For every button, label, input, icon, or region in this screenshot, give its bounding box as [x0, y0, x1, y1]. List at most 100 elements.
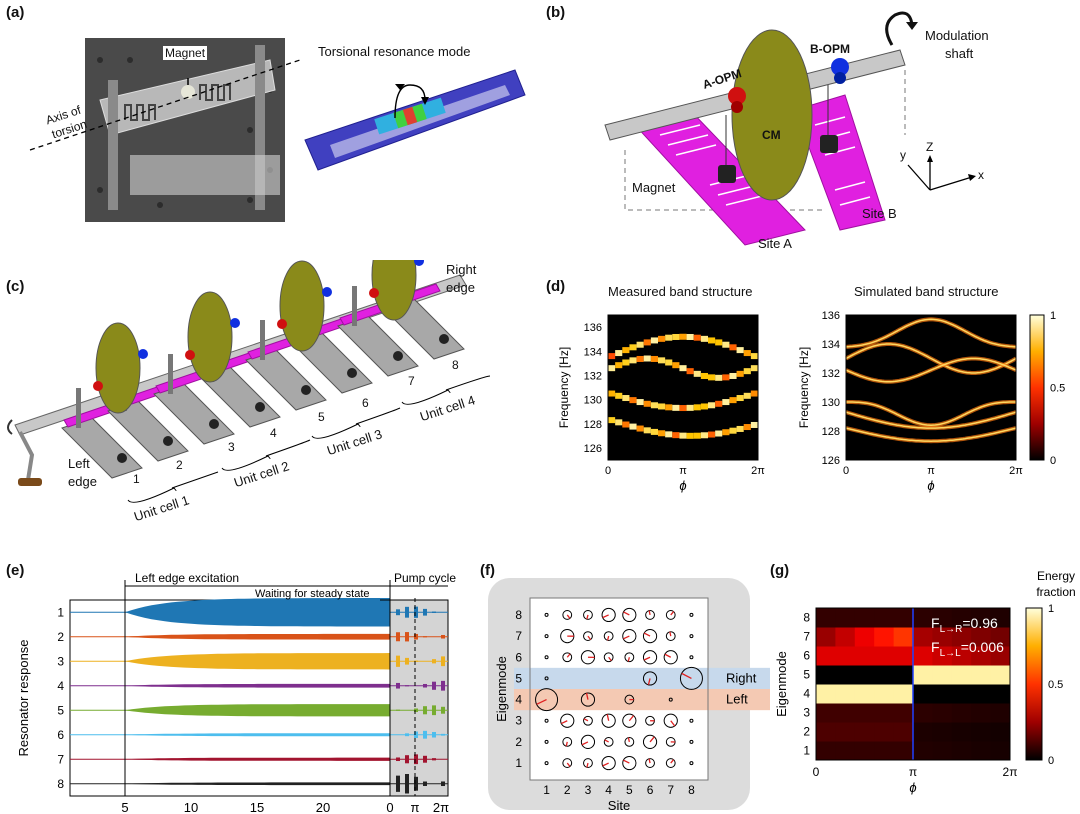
eigen-circle — [665, 758, 676, 768]
measured-band-cell — [643, 427, 651, 434]
response-envelope-5 — [125, 704, 390, 717]
cm-label: CM — [762, 128, 781, 142]
response-xtick: 10 — [184, 800, 198, 814]
measured-band-cell — [622, 395, 630, 402]
magnet-dot — [181, 85, 195, 99]
eigen-circle — [562, 758, 573, 768]
energy-cell — [893, 684, 914, 704]
measured-band-cell — [658, 357, 666, 364]
measured-band-cell — [672, 432, 680, 439]
waiting-label: Waiting for steady state — [255, 588, 370, 600]
colorbar-title-1: Energy — [1037, 569, 1075, 583]
eigen-circle — [583, 610, 593, 620]
pump-burst — [441, 634, 445, 639]
simulated-xtick: 2π — [1009, 465, 1023, 477]
eigen-circle — [645, 758, 655, 768]
eigen-ytick: 8 — [515, 608, 522, 622]
simulated-xtick: π — [927, 465, 935, 477]
eigen-phase-line — [587, 635, 592, 640]
eigen-phase-line — [602, 614, 609, 619]
measured-band-cell — [750, 390, 758, 397]
bolt-1 — [117, 453, 127, 463]
energy-cell — [854, 684, 875, 704]
measured-band-cell — [722, 374, 730, 381]
colorbar-tick: 0.5 — [1050, 383, 1065, 395]
pump-burst — [414, 660, 418, 662]
pump-burst — [414, 776, 418, 791]
energy-cell — [835, 646, 856, 666]
measured-band-cell — [658, 430, 666, 437]
eigen-phase-line — [623, 635, 630, 640]
energy-cell — [990, 608, 1011, 628]
energy-colorbar-tick: 1 — [1048, 603, 1054, 615]
eigen-circle — [603, 631, 614, 641]
energy-cell — [854, 665, 875, 685]
chain-figure — [7, 260, 491, 503]
measured-band-cell — [658, 335, 666, 342]
measured-band-cell — [750, 365, 758, 372]
response-xtick: 5 — [121, 800, 128, 814]
measured-band-cell — [693, 432, 701, 439]
eigen-phase-line — [566, 762, 571, 767]
energy-cell — [816, 722, 836, 742]
energy-cell — [854, 741, 875, 761]
site-label-3: 3 — [228, 440, 235, 454]
eigen-phase-line — [566, 653, 571, 658]
response-row-label-4: 4 — [57, 679, 64, 693]
eigen-circle — [689, 739, 694, 744]
simulated-title: Simulated band structure — [854, 284, 999, 299]
eigen-phase-line — [664, 653, 672, 658]
panel-e-label: (e) — [6, 562, 25, 579]
eigen-phase-line — [649, 736, 655, 743]
energy-cell — [835, 703, 856, 723]
energy-cell — [990, 684, 1011, 704]
energy-cell — [835, 722, 856, 742]
eigen-circle — [689, 761, 694, 766]
eigen-circle — [663, 713, 678, 728]
measured-band-cell — [629, 423, 637, 430]
modulation-label-1: Modulation — [925, 28, 989, 43]
eigen-circle — [601, 607, 616, 623]
energy-ytick: 8 — [803, 611, 810, 625]
pump-burst — [423, 608, 427, 616]
measured-band-cell — [708, 374, 716, 381]
measured-ylabel: Frequency [Hz] — [557, 347, 571, 428]
energy-cell — [951, 608, 972, 628]
eigen-circle — [580, 692, 596, 707]
measured-band-cell — [643, 339, 651, 346]
eigen-phase-line — [623, 759, 630, 764]
post-7 — [352, 286, 357, 326]
cm-disk — [731, 29, 813, 201]
eigen-circle — [668, 697, 673, 702]
energy-cell — [854, 646, 875, 666]
measured-band-cell — [700, 335, 708, 342]
measured-band-cell — [750, 353, 758, 360]
site-label-5: 5 — [318, 410, 325, 424]
eigen-circle — [583, 715, 593, 726]
eigen-circle — [544, 634, 549, 639]
energy-cell — [874, 684, 895, 704]
energy-cell — [971, 684, 992, 704]
measured-band-cell — [643, 355, 651, 362]
pump-burst — [414, 708, 418, 713]
energy-xtick: 0 — [813, 765, 820, 779]
response-row-label-3: 3 — [57, 654, 64, 668]
axes-icon — [907, 158, 973, 191]
energy-cell — [932, 665, 953, 685]
eigen-phase-line — [647, 678, 651, 685]
eigen-xtick: 6 — [647, 783, 654, 797]
energy-cell — [971, 608, 992, 628]
energy-cell — [835, 665, 856, 685]
energy-cell — [835, 627, 856, 647]
energy-cell — [951, 684, 972, 704]
measured-band-cell — [650, 337, 658, 344]
response-envelope-7 — [125, 757, 390, 761]
energy-cell — [816, 608, 836, 628]
mode-title: Torsional resonance mode — [318, 44, 471, 59]
response-xtick: 20 — [316, 800, 330, 814]
panel-b: (b) — [540, 0, 1080, 260]
energy-cell — [932, 646, 953, 666]
blue-opm-3 — [322, 287, 332, 297]
measured-band-cell — [615, 419, 623, 426]
